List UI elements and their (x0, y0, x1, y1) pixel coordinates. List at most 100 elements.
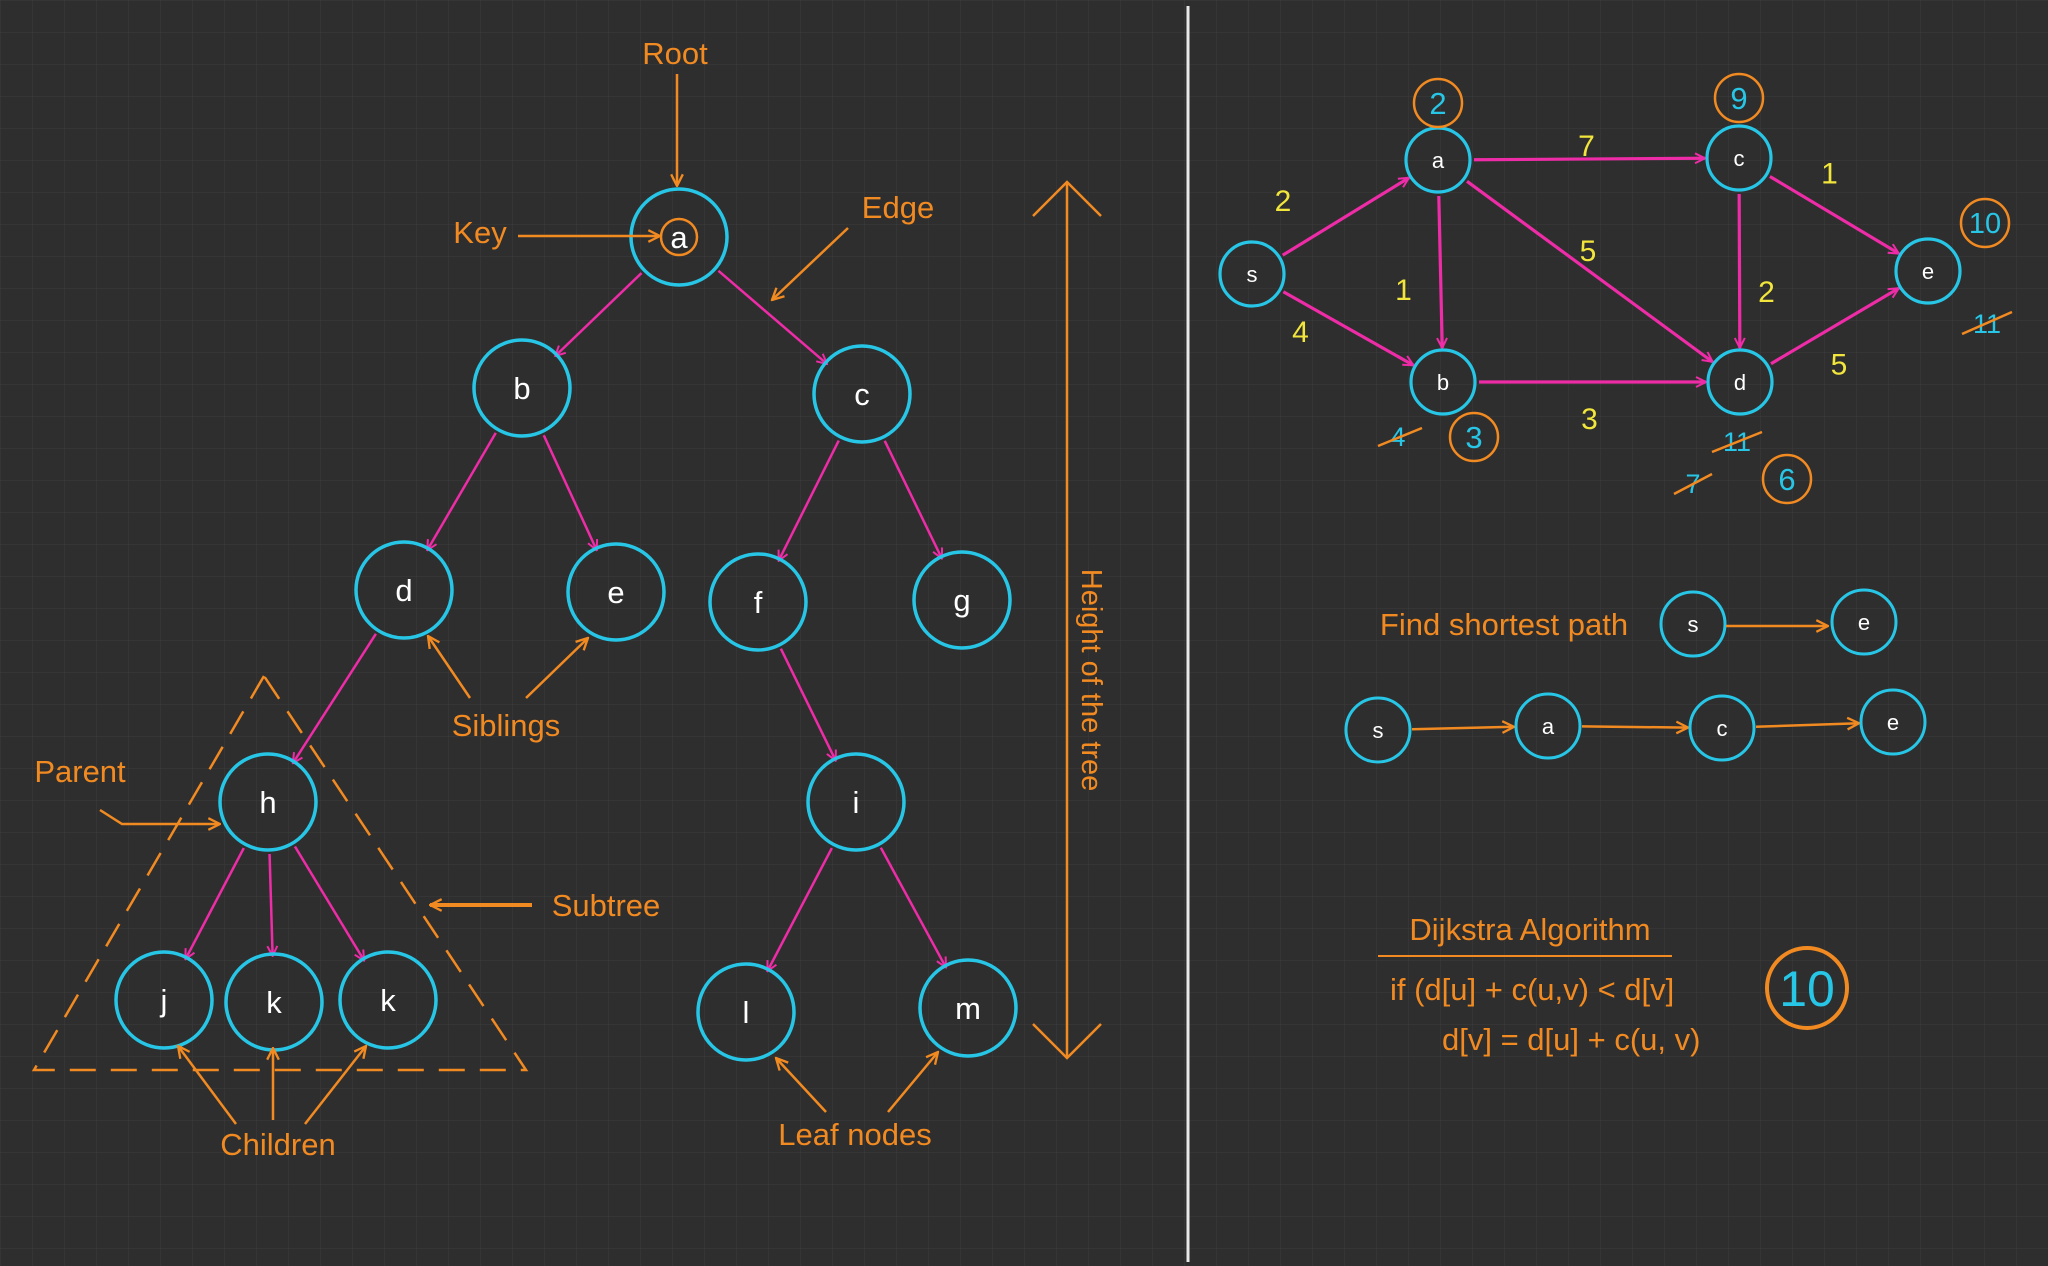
graph-edge-a-d (1466, 180, 1713, 362)
edge-weight-s-a: 2 (1275, 185, 1292, 218)
leaf-nodes-label: Leaf nodes (778, 1117, 931, 1152)
svg-text:m: m (955, 991, 981, 1026)
graph-node-b: b (1409, 348, 1477, 416)
edge-arrow (772, 227, 849, 300)
tree-edge-a-b (555, 272, 643, 356)
svg-text:s: s (1688, 612, 1699, 637)
tree-node-m: m (918, 958, 1018, 1058)
tree-edge-c-f (777, 439, 840, 561)
distance-badge-c: 9 (1713, 72, 1765, 124)
tree-node-b: b (472, 338, 572, 438)
children-arrow-j (178, 1046, 238, 1125)
svg-text:6: 6 (1778, 462, 1795, 497)
tree-edge-c-g (883, 440, 942, 559)
svg-text:10: 10 (1969, 208, 2001, 240)
graph-node-s: s (1218, 240, 1286, 308)
key-highlight-circle (659, 217, 699, 257)
tree-edge-i-m (879, 847, 948, 968)
svg-text:9: 9 (1730, 81, 1747, 116)
children-label: Children (220, 1127, 335, 1162)
distance-badge-b: 3 (1448, 411, 1500, 463)
edge-weight-a-c: 7 (1578, 130, 1595, 163)
tree-node-i: i (806, 752, 906, 852)
graph-node-c: c (1705, 124, 1773, 192)
svg-text:e: e (1887, 710, 1899, 735)
tree-edge-i-l (766, 847, 833, 971)
edge-weight-a-b: 1 (1395, 274, 1412, 307)
edge-weight-s-b: 4 (1292, 316, 1309, 349)
svg-text:f: f (754, 585, 763, 620)
svg-text:g: g (953, 583, 970, 618)
svg-text:c: c (854, 377, 870, 412)
svg-text:l: l (743, 995, 750, 1030)
edge-weight-c-d: 2 (1758, 276, 1775, 309)
tree-node-d: d (354, 540, 454, 640)
svg-text:3: 3 (1465, 420, 1482, 455)
siblings-label: Siblings (452, 708, 561, 743)
svg-text:e: e (607, 575, 624, 610)
struck-distance-d-first: 11 (1711, 427, 1763, 457)
svg-text:10: 10 (1779, 961, 1835, 1017)
result-badge: 10 (1765, 946, 1849, 1030)
svg-text:2: 2 (1429, 86, 1446, 121)
path-arrow-1 (1411, 727, 1514, 729)
struck-distance-d-second: 7 (1673, 469, 1713, 499)
path-node-a: a (1514, 692, 1582, 760)
distance-badge-e: 10 (1959, 197, 2011, 249)
svg-text:a: a (670, 220, 688, 255)
tree-edge-h-j (184, 847, 245, 959)
tree-edge-b-e (542, 434, 597, 550)
subtree-label: Subtree (552, 888, 661, 923)
subtree-triangle (31, 673, 529, 1072)
graph-edges (1281, 158, 1899, 382)
tree-edge-a-c (717, 269, 827, 364)
svg-text:c: c (1734, 146, 1745, 171)
svg-text:b: b (513, 371, 530, 406)
distance-badge-d: 6 (1761, 453, 1813, 505)
tree-node-j: j (114, 950, 214, 1050)
struck-distance-b: 4 (1377, 422, 1423, 452)
svg-text:h: h (259, 785, 276, 820)
graph-edge-c-e (1769, 175, 1899, 255)
tree-edge-d-h (293, 633, 377, 764)
height-label: Height of the tree (1075, 569, 1107, 791)
graph-edge-a-c (1473, 158, 1705, 160)
svg-text:s: s (1373, 718, 1384, 743)
graph-edge-d-e (1770, 286, 1899, 366)
svg-text:e: e (1858, 610, 1870, 635)
graph-edge-s-a (1281, 176, 1409, 257)
algorithm-line-1: if (d[u] + c(u,v) < d[v] (1390, 972, 1674, 1007)
path-node-c: c (1688, 694, 1756, 762)
tree-edge-h-k2 (293, 845, 364, 960)
distance-badge-a: 2 (1412, 77, 1464, 129)
svg-text:d: d (395, 573, 412, 608)
tree-edges (184, 269, 948, 971)
edge-weight-d-e: 5 (1831, 349, 1848, 382)
graph-edge-c-d (1739, 193, 1740, 348)
tree-node-l: l (696, 962, 796, 1062)
edge-weight-c-e: 1 (1821, 158, 1838, 191)
tree-node-h: h (218, 752, 318, 852)
children-arrow-k2 (304, 1046, 366, 1125)
tree-node-k2: k (338, 950, 438, 1050)
svg-text:a: a (1542, 714, 1555, 739)
tree-edge-h-k1 (270, 853, 273, 956)
svg-text:a: a (1432, 148, 1445, 173)
path-node-e: e (1859, 688, 1927, 756)
svg-text:c: c (1717, 716, 1728, 741)
svg-text:d: d (1734, 370, 1746, 395)
siblings-arrow-right (525, 638, 588, 699)
svg-text:i: i (853, 785, 860, 820)
graph-edge-s-b (1282, 290, 1413, 367)
tree-edge-f-i (779, 648, 837, 761)
edge-weight-a-d: 5 (1580, 235, 1597, 268)
dijkstra-section: Dijkstra Algorithm if (d[u] + c(u,v) < d… (1378, 912, 1849, 1057)
